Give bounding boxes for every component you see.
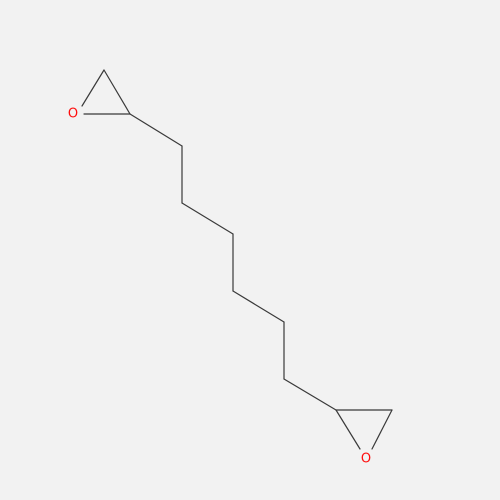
bond-chain-3 <box>181 202 234 235</box>
bond-ring2-c-o-right <box>371 409 393 450</box>
bond-chain-1 <box>129 113 183 147</box>
atom-labels: O O <box>68 107 371 467</box>
bond-ring2-c-o-left <box>335 409 361 450</box>
bond-ring1-c-o-top <box>81 69 105 107</box>
bond-chain-5 <box>232 290 285 323</box>
bond-ring1-c-c <box>103 69 131 115</box>
bonds <box>81 69 393 450</box>
oxygen-atom-label-top: O <box>68 107 78 122</box>
oxygen-atom-label-bottom: O <box>361 452 371 467</box>
bond-chain-7 <box>283 378 337 411</box>
